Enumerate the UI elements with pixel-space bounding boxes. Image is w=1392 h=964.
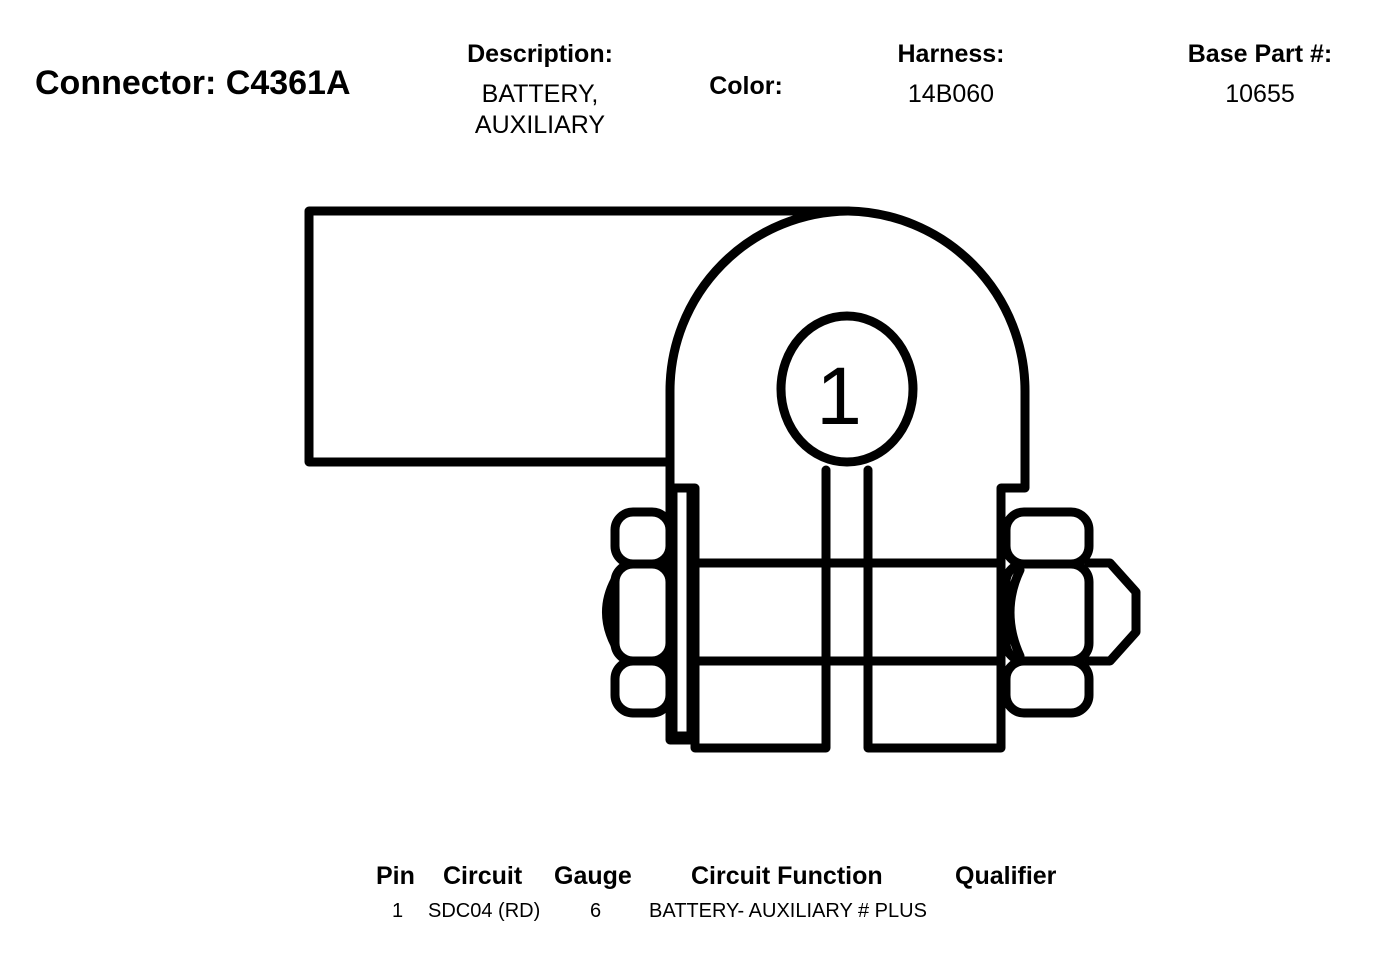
cell-circuit-function: BATTERY- AUXILIARY # PLUS <box>649 900 927 922</box>
left-washer <box>668 483 696 741</box>
pin-circle <box>776 311 918 467</box>
clamp-body-right <box>843 206 1030 753</box>
description-label: Description: <box>467 40 613 68</box>
column-header-qualifier: Qualifier <box>955 862 1057 890</box>
left-nut-middle <box>610 559 675 666</box>
pin-number-label: 1 <box>816 351 862 442</box>
cell-pin: 1 <box>392 900 404 922</box>
connector-title: Connector: C4361A <box>35 64 351 102</box>
terminal-tab <box>304 206 853 467</box>
bolt-tip <box>1084 558 1141 666</box>
base-part-label: Base Part #: <box>1187 40 1333 68</box>
cell-gauge: 6 <box>590 900 602 922</box>
description-line-2: AUXILIARY <box>474 111 606 139</box>
left-nut-top <box>610 507 675 569</box>
right-nut-bottom <box>1001 656 1094 718</box>
base-part-value: 10655 <box>1225 80 1295 108</box>
description-line-1: BATTERY, <box>481 80 599 108</box>
clamp-body-left <box>665 206 853 745</box>
description-value: BATTERY, AUXILIARY <box>440 79 640 141</box>
cell-circuit: SDC04 (RD) <box>428 900 541 922</box>
harness-value: 14B060 <box>907 80 995 108</box>
column-header-circuit-function: Circuit Function <box>691 862 883 890</box>
column-header-gauge: Gauge <box>554 862 632 890</box>
left-nut-bottom <box>610 656 675 718</box>
harness-label: Harness: <box>897 40 1005 68</box>
right-nut-top <box>1001 507 1094 569</box>
left-nut-curve <box>602 575 620 650</box>
right-nut-curve <box>1005 565 1025 661</box>
column-header-circuit: Circuit <box>443 862 523 890</box>
color-label: Color: <box>709 72 783 100</box>
column-header-pin: Pin <box>376 862 415 890</box>
